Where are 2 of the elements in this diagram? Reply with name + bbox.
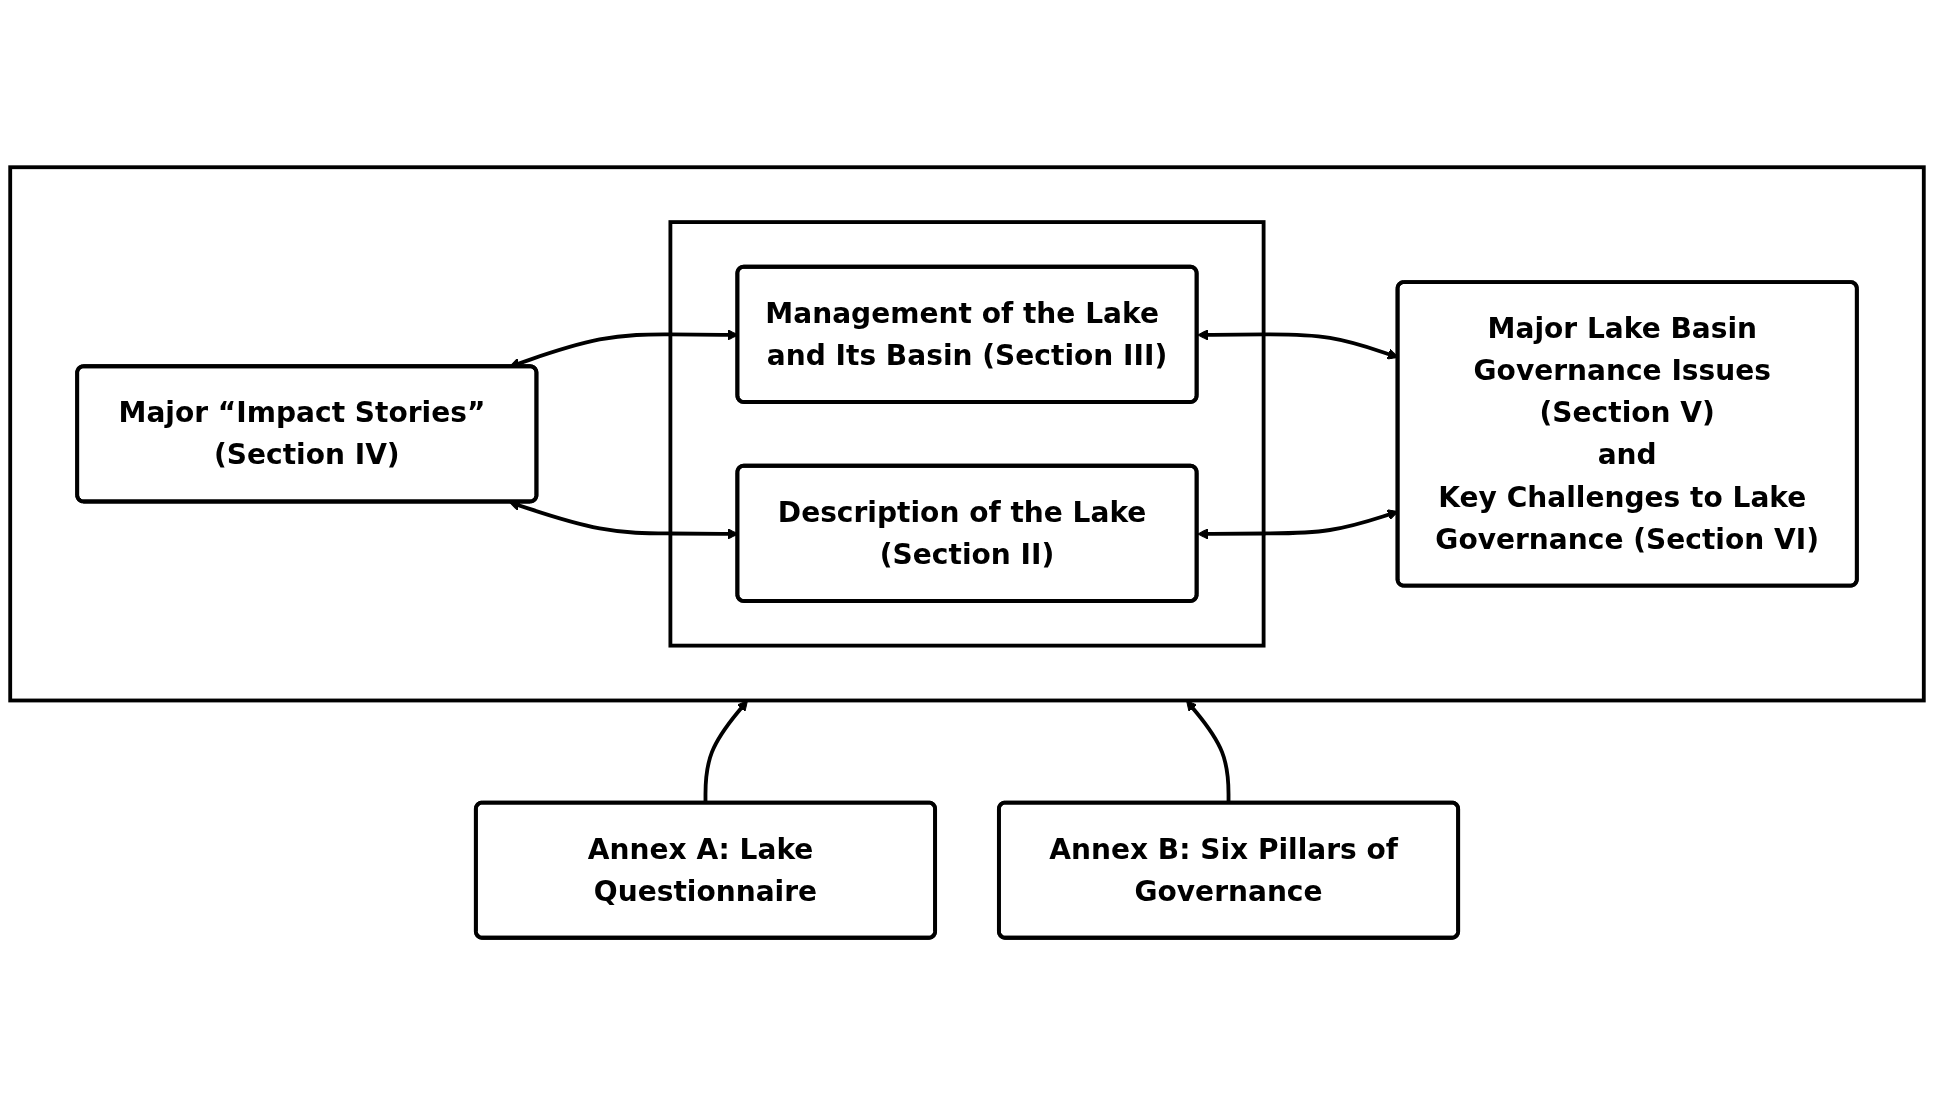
cluster xyxy=(668,220,1266,648)
cluster xyxy=(8,165,1926,703)
